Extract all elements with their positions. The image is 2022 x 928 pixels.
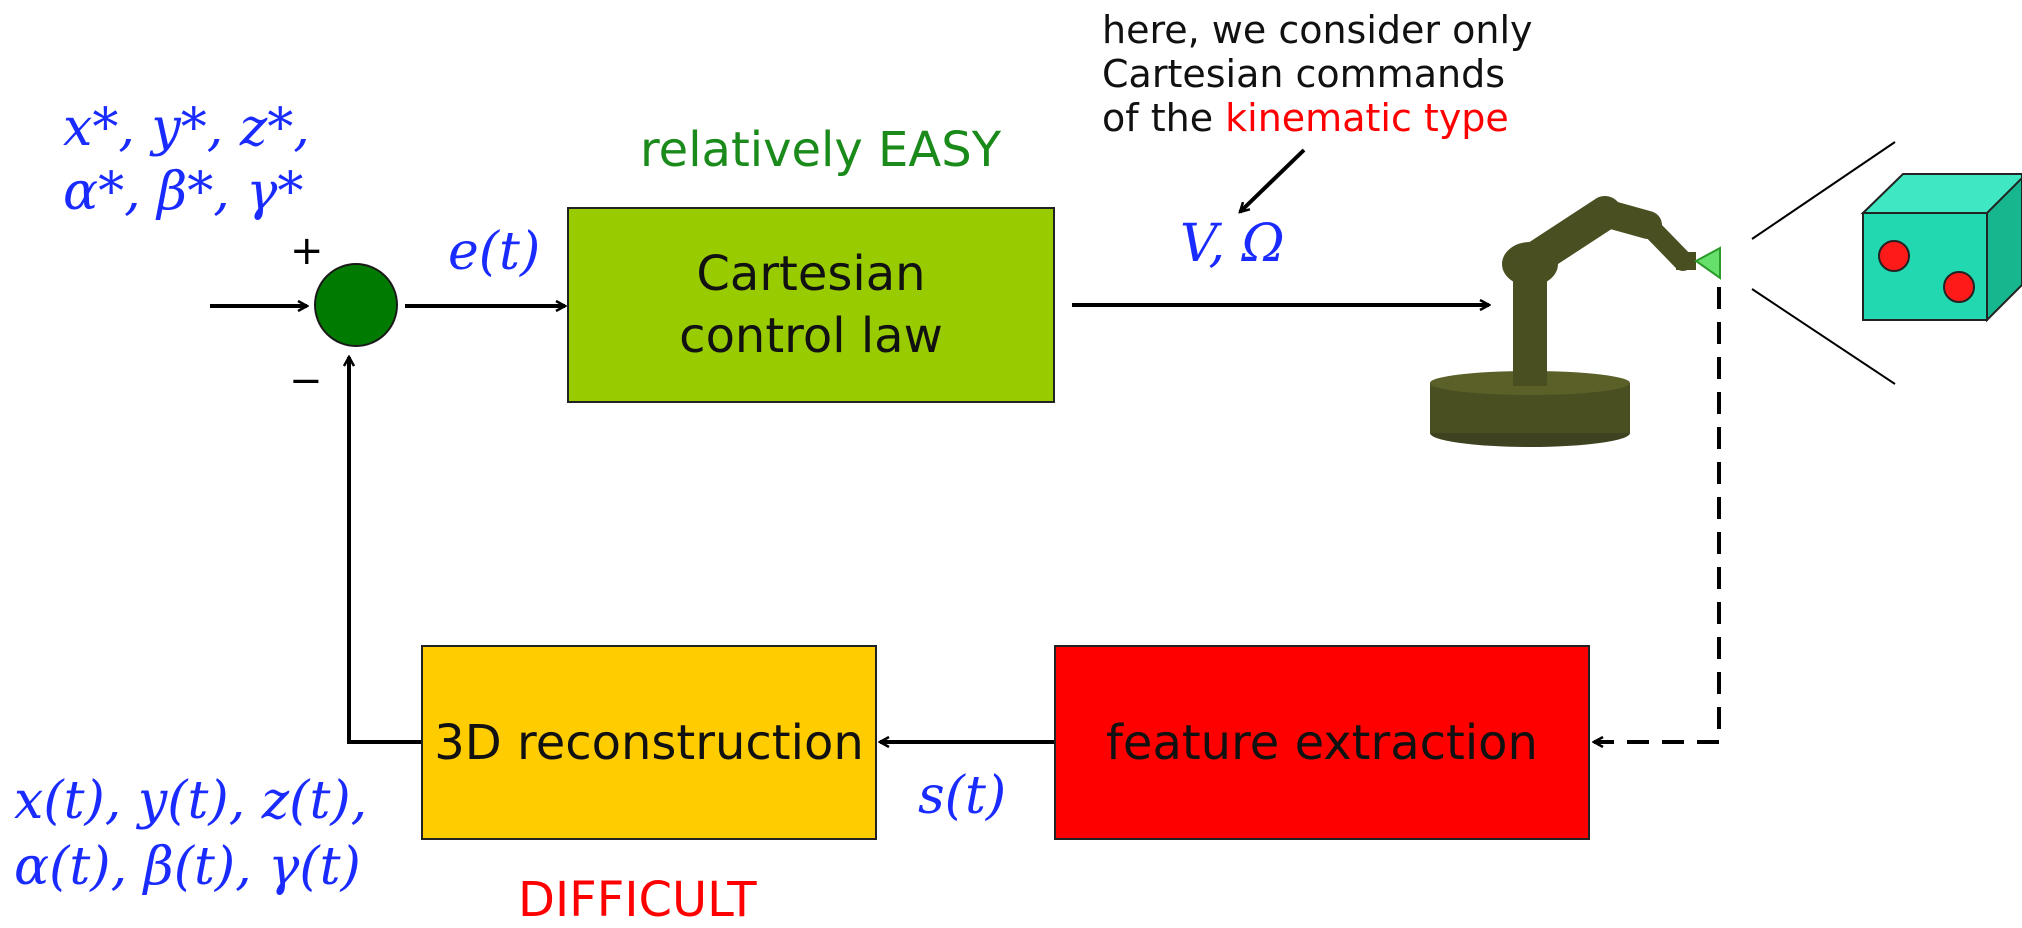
reconstruction-label: 3D reconstruction: [434, 714, 864, 771]
feature-signal-label: s(t): [918, 766, 1007, 826]
summing-junction: [314, 263, 398, 347]
annotation-line2: Cartesian commands: [1102, 52, 1505, 96]
annotation-line3: of the kinematic type: [1102, 96, 1509, 140]
camera-signal-dashed-line: [1594, 287, 1721, 742]
view-cone-top-line: [1751, 141, 1896, 240]
feedback-arrow: [349, 357, 421, 744]
feature-extraction-block: feature extraction: [1054, 645, 1590, 840]
estimated-pose-line2: α(t), β(t), γ(t): [14, 837, 361, 897]
error-signal-label: e(t): [448, 222, 541, 282]
robot-arm-icon: [1430, 196, 1721, 447]
3d-reconstruction-block: 3D reconstruction: [421, 645, 877, 840]
velocity-command-label: V, Ω: [1180, 214, 1285, 274]
reference-pose-line1: x*, y*, z*,: [63, 98, 310, 158]
kinematic-type-highlight: kinematic type: [1225, 96, 1509, 140]
estimated-pose-line1: x(t), y(t), z(t),: [14, 771, 368, 831]
difficult-label: DIFFICULT: [518, 872, 757, 928]
estimated-pose-label: x(t), y(t), z(t), α(t), β(t), γ(t): [14, 768, 367, 900]
target-cube-icon: [1860, 173, 2022, 323]
kinematic-annotation: here, we consider only Cartesian command…: [1102, 8, 1533, 140]
annotation-line3-prefix: of the: [1102, 96, 1226, 140]
view-cone-bottom-line: [1751, 288, 1896, 385]
minus-sign: −: [289, 358, 323, 404]
reference-pose-label: x*, y*, z*, α*, β*, γ*: [63, 96, 310, 224]
feature-extraction-label: feature extraction: [1106, 714, 1538, 771]
control-block-line1: Cartesian: [696, 246, 926, 302]
cartesian-control-law-block: Cartesian control law: [567, 207, 1055, 403]
annotation-pointer-arrow: [1240, 148, 1306, 212]
annotation-line1: here, we consider only: [1102, 8, 1533, 52]
plus-sign: +: [290, 228, 324, 274]
reference-pose-line2: α*, β*, γ*: [63, 162, 304, 222]
control-block-line2: control law: [679, 308, 943, 364]
easy-label: relatively EASY: [640, 122, 1002, 178]
